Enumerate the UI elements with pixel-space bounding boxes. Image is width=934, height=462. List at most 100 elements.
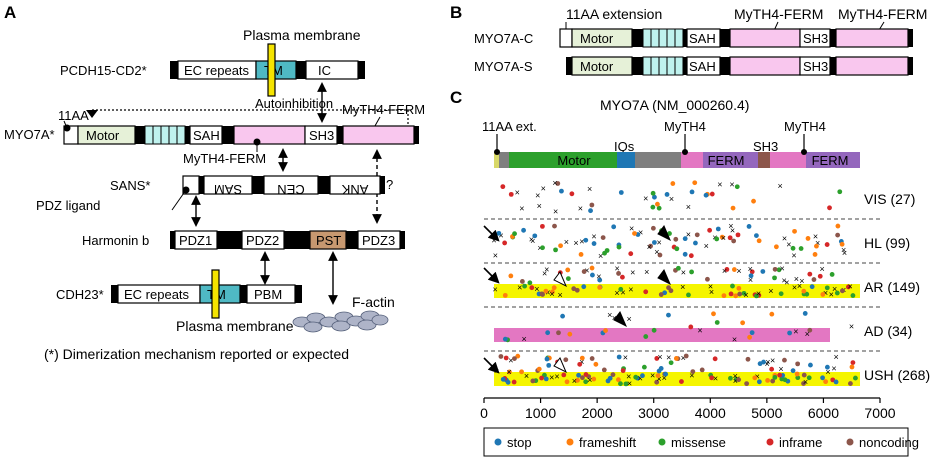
c-variant-marker-cross: × <box>717 180 722 190</box>
c-variant-marker <box>589 265 595 271</box>
c-variant-marker <box>667 231 672 236</box>
c-variant-marker <box>824 242 830 247</box>
pcdh15-label: PCDH15-CD2* <box>60 63 147 78</box>
c-variant-marker-cross: × <box>709 287 714 297</box>
c-variant-marker-cross: × <box>549 372 554 382</box>
c-variant-marker-cross: × <box>662 373 667 383</box>
c-variant-marker <box>553 247 558 253</box>
c-axis-tick-label: 0 <box>480 405 488 421</box>
c-variant-marker <box>777 372 783 378</box>
c-variant-marker-cross: × <box>492 285 497 295</box>
c-variant-marker <box>611 224 617 230</box>
c-variant-marker-cross: × <box>743 290 748 300</box>
myth4-ferm-right-label: MyTH4-FERM <box>342 102 425 117</box>
c-axis-tick-label: 2000 <box>582 405 613 421</box>
c-variant-marker-cross: × <box>530 236 535 246</box>
c-variant-marker <box>656 368 662 374</box>
c-legend-label: inframe <box>779 435 822 450</box>
c-variant-marker <box>540 223 545 229</box>
c-legend-label: noncoding <box>859 435 919 450</box>
c-variant-marker <box>709 375 715 381</box>
c-variant-marker <box>833 379 839 385</box>
c-variant-marker <box>692 180 698 186</box>
c-variant-marker-cross: × <box>529 235 534 245</box>
c-variant-marker <box>807 327 813 333</box>
c-variant-marker <box>543 288 549 294</box>
harmonin-pdz3-label: PDZ3 <box>362 233 395 248</box>
c-variant-marker <box>839 241 845 247</box>
c-variant-marker <box>655 201 660 207</box>
c-variant-marker <box>590 272 595 278</box>
c-variant-marker-cross: × <box>647 242 652 252</box>
c-variant-marker-cross: × <box>650 371 655 381</box>
c-variant-marker <box>769 311 775 317</box>
c-variant-marker-cross: × <box>722 266 727 276</box>
c-variant-marker-cross: × <box>549 289 554 299</box>
c-variant-marker-cross: × <box>542 269 547 279</box>
c-track-label: AD (34) <box>864 323 912 339</box>
c-arrowhead-marker <box>657 269 671 286</box>
c-variant-marker-cross: × <box>748 264 753 274</box>
c-variant-marker <box>571 286 577 292</box>
c-variant-marker-cross: × <box>493 250 498 260</box>
c-variant-marker <box>728 291 734 297</box>
c-variant-marker-cross: × <box>779 264 784 274</box>
c-variant-marker <box>546 362 552 368</box>
c-variant-marker <box>540 245 545 251</box>
c-variant-marker <box>850 293 856 298</box>
c-variant-marker <box>600 235 606 240</box>
c-track: VIS (27)××××××××××××××× <box>500 178 915 217</box>
c-variant-marker-cross: × <box>579 357 584 367</box>
myo7a-linker-4 <box>337 126 343 144</box>
c-variant-marker <box>745 356 751 362</box>
c-variant-marker <box>693 240 698 246</box>
c-variant-marker <box>519 369 524 375</box>
c-variant-marker <box>682 251 688 257</box>
plasma-membrane-bottom <box>211 269 220 319</box>
cdh23-cap-end <box>295 285 302 303</box>
c-variant-marker <box>709 191 715 197</box>
c-variant-marker <box>823 379 829 385</box>
panel-a: A Plasma membrane PCDH15-CD2* EC repeats… <box>4 3 425 362</box>
c-variant-marker-cross: × <box>644 267 649 277</box>
pcdh15-linker <box>296 61 306 79</box>
c-track: AD (34)××××××××× <box>484 306 912 345</box>
c-track-label: HL (99) <box>864 235 910 251</box>
c-track: AR (149)××××××××××××××××××××××××××××××××… <box>484 262 920 300</box>
c-variant-marker <box>569 191 575 197</box>
autoinhibition-label: Autoinhibition <box>255 96 333 111</box>
c-legend-box <box>483 427 909 457</box>
c-variant-marker <box>690 369 696 375</box>
myo7a-tag-label: 11AA <box>58 108 89 123</box>
myo7a-linker-2 <box>185 126 190 144</box>
c-variant-marker-cross: × <box>598 251 603 261</box>
c-variant-marker <box>754 293 759 299</box>
c-variant-marker <box>772 275 777 281</box>
c-variant-marker <box>778 291 784 297</box>
c-variant-marker <box>551 285 557 291</box>
c-variant-marker <box>834 290 840 296</box>
c-variant-marker-cross: × <box>656 374 661 384</box>
harmonin-pdz2-label: PDZ2 <box>246 233 279 248</box>
c-variant-marker-cross: × <box>736 266 741 276</box>
c-variant-marker <box>673 236 679 242</box>
c-variant-marker <box>694 232 700 238</box>
c-variant-marker-cross: × <box>765 357 770 367</box>
c-variant-marker <box>711 311 716 317</box>
c-variant-marker <box>835 232 841 238</box>
pcdh15-ic-label: IC <box>318 63 331 78</box>
c-variant-marker <box>564 379 570 385</box>
b-row-sh3-label: SH3 <box>803 31 828 46</box>
b-row-myo7a-c: MYO7A-C Motor SAH SH3 <box>474 28 913 48</box>
c-variant-marker-cross: × <box>669 194 674 204</box>
c-variant-marker <box>544 356 550 362</box>
myo7a-11aa-pointer <box>63 120 68 129</box>
c-variant-marker-cross: × <box>541 184 546 194</box>
c-axis-tick-label: 3000 <box>638 405 669 421</box>
c-variant-marker <box>567 331 573 337</box>
c-variant-marker-cross: × <box>657 238 662 248</box>
c-variant-marker-cross: × <box>544 264 549 274</box>
c-variant-marker-cross: × <box>791 251 796 261</box>
c-variant-marker <box>853 375 858 381</box>
c-variant-marker <box>511 379 517 385</box>
